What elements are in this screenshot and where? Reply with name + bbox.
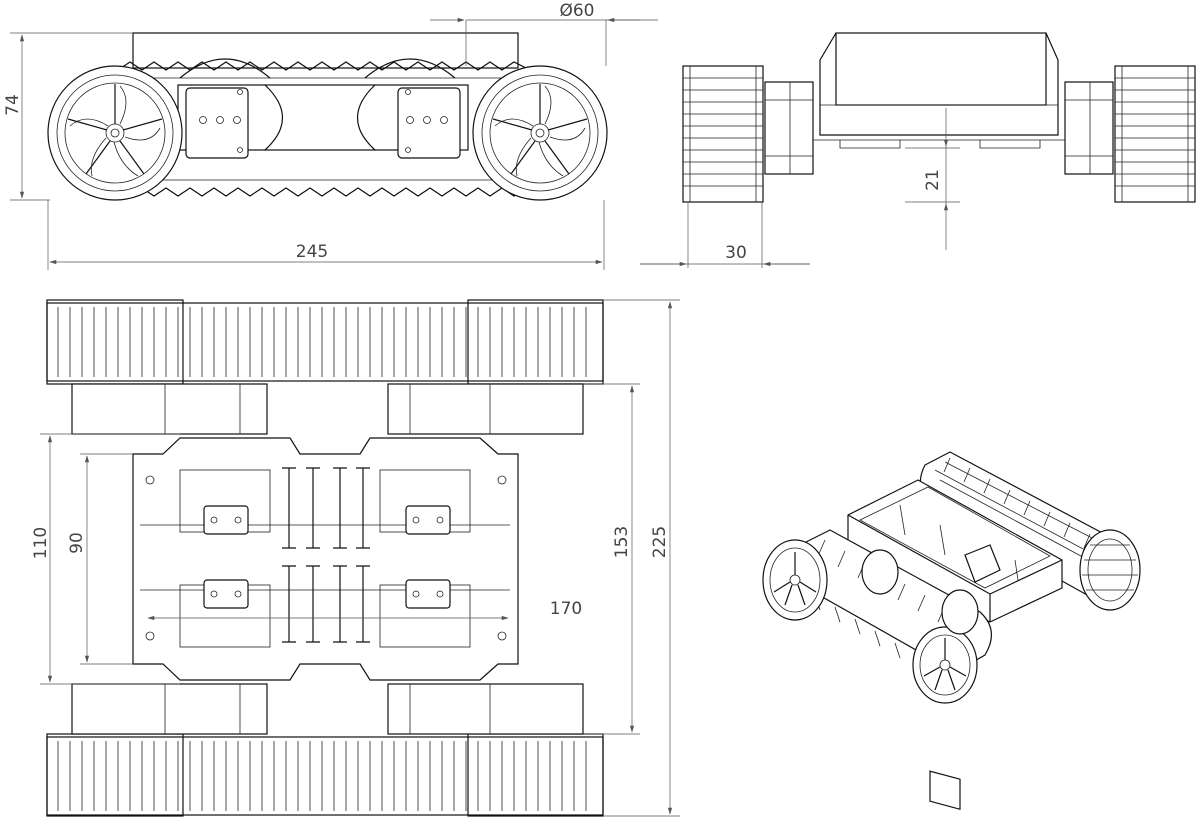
top-chassis-plate	[132, 437, 519, 681]
dim-track-width: 30	[725, 243, 747, 263]
side-motor-plate-left	[185, 87, 249, 159]
dim-plate-length: 170	[550, 599, 582, 619]
top-motor-lr	[387, 683, 584, 735]
dim-ground-clearance: 21	[923, 169, 943, 191]
front-view: 30 21	[640, 32, 1196, 268]
iso-wheel-front-right	[912, 626, 978, 704]
iso-wheel-front-left	[762, 539, 828, 621]
top-track-upper	[46, 302, 604, 382]
dim-body-width: 153	[612, 526, 632, 558]
top-bracket-1	[203, 505, 249, 535]
side-wheel-right	[472, 65, 608, 201]
front-wheel-left	[682, 65, 764, 203]
top-bracket-2	[405, 505, 451, 535]
side-wheel-left	[47, 65, 183, 201]
side-view: 245 74 Ø60	[3, 1, 658, 270]
dim-plate-width-inner: 90	[67, 532, 87, 554]
top-motor-ul	[71, 383, 268, 435]
top-view: 225 153 110 90 170	[31, 299, 680, 817]
top-bracket-3	[203, 579, 249, 609]
top-motor-ur	[387, 383, 584, 435]
front-body-box	[835, 32, 1047, 106]
top-motor-ll	[71, 683, 268, 735]
iso-wheel-back-right	[1079, 529, 1141, 611]
top-slots	[282, 467, 370, 643]
front-wheel-right	[1114, 65, 1196, 203]
side-track-bottom	[117, 187, 531, 197]
dim-wheel-diameter: Ø60	[559, 1, 594, 21]
top-bracket-4	[405, 579, 451, 609]
isometric-view	[762, 451, 1141, 810]
dim-overall-length: 245	[296, 242, 328, 262]
dim-height: 74	[3, 94, 23, 116]
front-motor-left	[764, 81, 814, 175]
dim-plate-width-outer: 110	[31, 527, 51, 559]
side-body-box	[132, 32, 519, 69]
dim-overall-width: 225	[650, 526, 670, 558]
side-track-top	[117, 61, 531, 71]
front-motor-right	[1064, 81, 1114, 175]
